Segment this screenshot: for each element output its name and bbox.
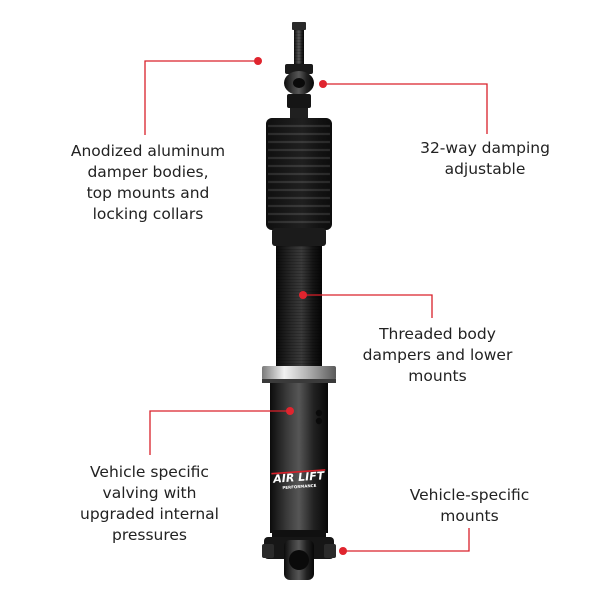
callout-dot-anodized xyxy=(254,57,262,65)
lower-body xyxy=(270,383,328,538)
callout-line: valving with xyxy=(102,484,197,502)
callout-line: mounts xyxy=(440,507,499,525)
callout-line: locking collars xyxy=(92,205,204,223)
callout-line: Vehicle-specific xyxy=(409,486,530,504)
threaded-body xyxy=(272,228,326,368)
callout-dots xyxy=(254,57,347,555)
brand-logo: AIR LIFT PERFORMANCE xyxy=(271,469,326,490)
callout-line: upgraded internal xyxy=(80,505,219,523)
callout-line: Threaded body xyxy=(379,325,496,343)
callout-anodized: Anodized aluminum damper bodies, top mou… xyxy=(58,141,238,225)
callout-leader-lines xyxy=(144,60,488,552)
logo-sub: PERFORMANCE xyxy=(282,483,317,490)
locking-collar xyxy=(262,366,336,383)
bottom-mount xyxy=(262,537,336,580)
callout-line: adjustable xyxy=(444,160,526,178)
callout-line: mounts xyxy=(408,367,467,385)
callout-line: Anodized aluminum xyxy=(70,142,226,160)
callout-dot-damping xyxy=(319,80,327,88)
top-stud xyxy=(292,22,306,64)
callout-valving: Vehicle specific valving with upgraded i… xyxy=(62,462,237,546)
callout-line: dampers and lower xyxy=(362,346,513,364)
top-mount xyxy=(284,64,314,118)
callout-line: pressures xyxy=(111,526,188,544)
callout-dot-threaded xyxy=(299,291,307,299)
callout-threaded: Threaded body dampers and lower mounts xyxy=(345,324,530,387)
callout-damping: 32-way damping adjustable xyxy=(405,138,565,180)
callout-line: top mounts and xyxy=(86,184,210,202)
callout-mounts: Vehicle-specific mounts xyxy=(392,485,547,527)
callout-line: Vehicle specific xyxy=(90,463,209,481)
callout-line: damper bodies, xyxy=(87,163,209,181)
callout-line: 32-way damping xyxy=(420,139,550,157)
dust-boot xyxy=(266,118,332,230)
callout-dot-mounts xyxy=(339,547,347,555)
callout-dot-valving xyxy=(286,407,294,415)
